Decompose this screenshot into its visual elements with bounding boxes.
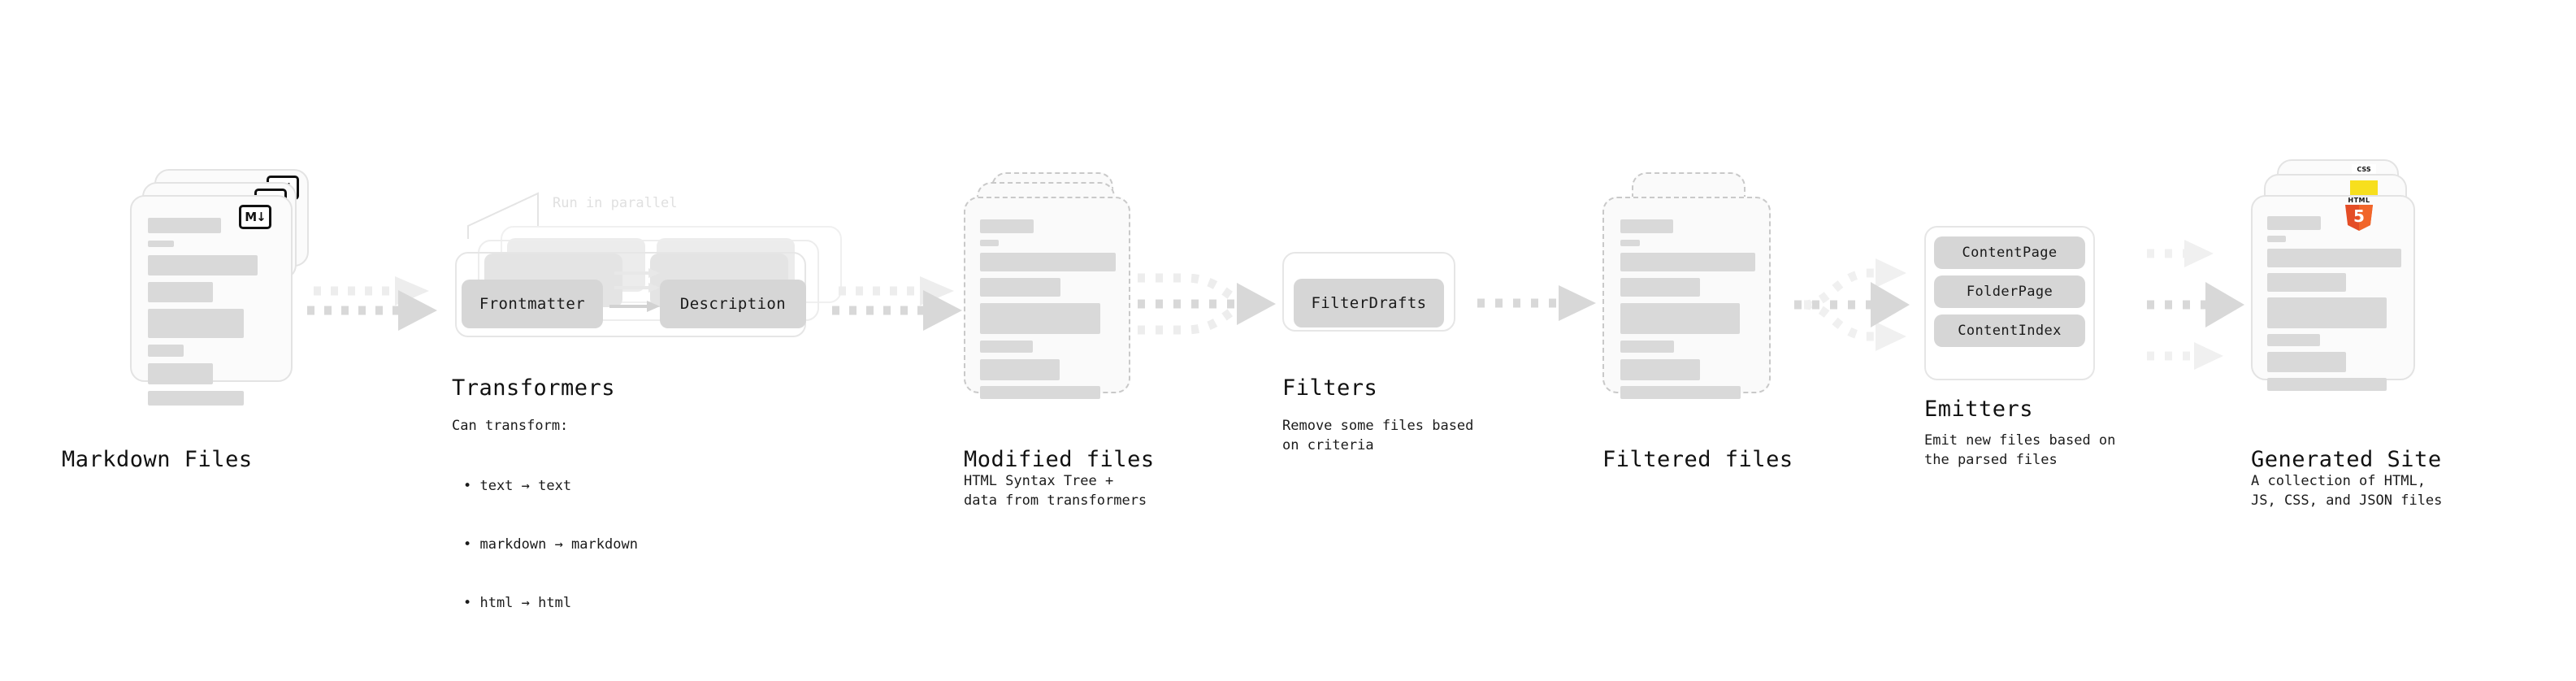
run-in-parallel-label: Run in parallel [553,195,678,211]
transformers-subtitle: Can transform: [452,418,569,434]
emitters-chip-folderpage[interactable]: FolderPage [1934,275,2085,308]
generated-site-title: Generated Site [2251,447,2442,472]
emitters-subtitle: Emit new files based on the parsed files [1924,432,2116,468]
filters-chip-filterdrafts[interactable]: FilterDrafts [1294,279,1444,327]
html5-badge-number: 5 [2353,206,2365,226]
markdown-files-title: Markdown Files [62,447,253,472]
transformer-inner-arrow [609,299,666,314]
transformers-bullets: • text → text • markdown → markdown • ht… [463,437,638,652]
generated-site-subtitle: A collection of HTML, JS, CSS, and JSON … [2251,473,2443,509]
connector-filtered-to-emitters [1780,236,1934,374]
run-in-parallel-leader [466,192,564,242]
js-badge [2350,180,2378,195]
transformer-inner-arrow-ghost [614,268,671,309]
filters-group [1282,252,1455,332]
transformer-chip-description[interactable]: Description [660,280,806,328]
emitters-chip-contentpage[interactable]: ContentPage [1934,236,2085,269]
emitters-group [1924,226,2095,380]
filtered-files-title: Filtered files [1602,447,1793,472]
filters-subtitle: Remove some files based on criteria [1282,418,1474,453]
connector-emitters-to-site [2145,236,2300,374]
transformers-bullet-0: • text → text [463,478,572,494]
transformer-chip-frontmatter[interactable]: Frontmatter [462,280,603,328]
markdown-badge-front: M↓ [239,205,271,229]
site-file-card-front [2251,195,2415,391]
connector-filters-to-filtered [1477,283,1607,323]
transformers-title: Transformers [452,375,616,401]
emitters-chip-contentindex[interactable]: ContentIndex [1934,314,2085,347]
transformers-bullet-1: • markdown → markdown [463,536,638,553]
html5-shield-highlight [2359,205,2373,231]
connector-modified-to-filters [1136,258,1282,356]
filtered-file-card-front [1602,197,1771,399]
connector-transformers-to-modified [832,268,978,341]
modified-file-card-front [964,197,1130,399]
connector-markdown-to-transformers [307,268,453,341]
html5-badge: HTML 5 [2345,197,2373,231]
modified-files-title: Modified files [964,447,1155,472]
transformers-bullet-2: • html → html [463,595,572,611]
filters-title: Filters [1282,375,1378,401]
modified-files-subtitle: HTML Syntax Tree + data from transformer… [964,473,1147,509]
html5-badge-tag: HTML [2348,197,2370,204]
emitters-title: Emitters [1924,397,2034,422]
